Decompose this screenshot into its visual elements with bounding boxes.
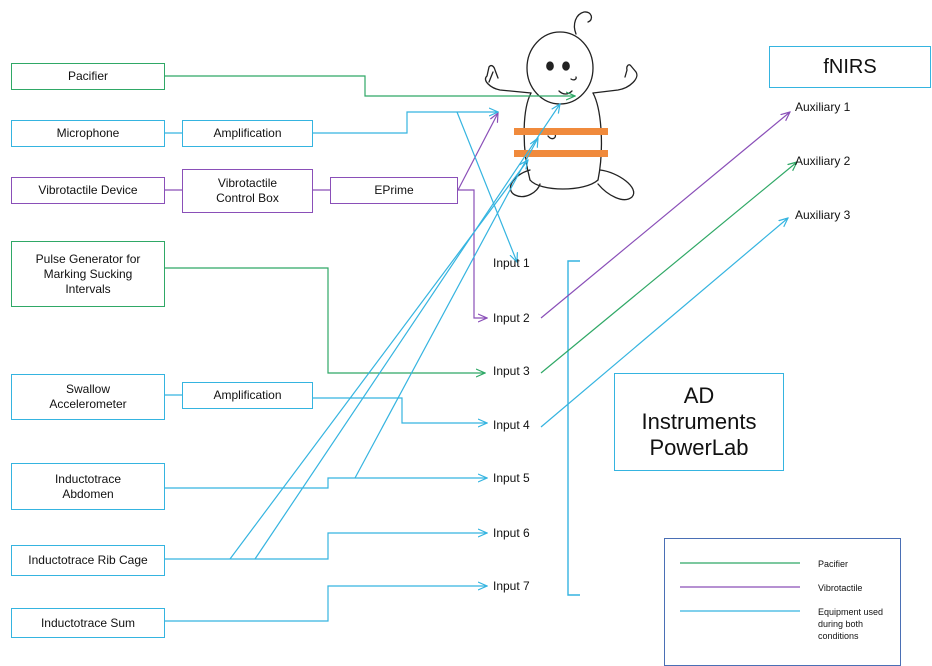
wire-input4-to-aux3 xyxy=(540,218,788,428)
wire-ribcage-to-belt xyxy=(229,160,528,560)
wire-eprime-to-infant xyxy=(457,113,498,191)
fnirs-box: fNIRS xyxy=(769,46,931,88)
microphone-label: Microphone xyxy=(56,126,120,140)
wire-amp-to-infant xyxy=(313,112,498,134)
wire-input2-to-aux1 xyxy=(540,112,790,319)
mic-amplification-box: Amplification xyxy=(182,120,313,147)
wire-sum-to-input7 xyxy=(165,586,487,622)
inductotrace-sum-box: Inductotrace Sum xyxy=(11,608,165,638)
wire-pacifier-to-mouth xyxy=(165,75,575,96)
wire-amp-to-input4 xyxy=(313,397,487,423)
pacifier-box: Pacifier xyxy=(11,63,165,90)
ribcage-belt xyxy=(514,150,608,157)
vibrotactile-control-label: Vibrotactile Control Box xyxy=(216,176,279,205)
wire-mic-to-input1 xyxy=(456,111,517,262)
wire-ribcage-to-input6 xyxy=(165,533,487,560)
eprime-box: EPrime xyxy=(330,177,458,204)
input-2-label: Input 2 xyxy=(493,311,530,325)
legend-vibrotactile-label: Vibrotactile xyxy=(818,583,863,593)
microphone-box: Microphone xyxy=(11,120,165,147)
fnirs-title: fNIRS xyxy=(823,55,877,78)
swallow-accelerometer-label: Swallow Accelerometer xyxy=(49,382,127,411)
powerlab-box: AD Instruments PowerLab xyxy=(614,373,784,471)
auxiliary-2-label: Auxiliary 2 xyxy=(795,154,851,168)
swallow-accelerometer-box: Swallow Accelerometer xyxy=(11,374,165,420)
input-3-label: Input 3 xyxy=(493,364,530,378)
wire-ribcage-to-infant xyxy=(254,104,560,560)
input-6-label: Input 6 xyxy=(493,526,530,540)
inductotrace-abdomen-label: Inductotrace Abdomen xyxy=(54,471,122,501)
vibrotactile-device-label: Vibrotactile Device xyxy=(38,183,138,197)
input-1-label: Input 1 xyxy=(493,256,530,270)
powerlab-bracket xyxy=(567,260,580,596)
abdomen-belt xyxy=(514,128,608,135)
inductotrace-ribcage-box: Inductotrace Rib Cage xyxy=(11,545,165,576)
eprime-label: EPrime xyxy=(374,183,414,197)
input-5-label: Input 5 xyxy=(493,471,530,485)
vibrotactile-control-box: Vibrotactile Control Box xyxy=(182,169,313,213)
legend-pacifier-label: Pacifier xyxy=(818,559,849,569)
inductotrace-sum-label: Inductotrace Sum xyxy=(40,615,136,630)
auxiliary-3-label: Auxiliary 3 xyxy=(795,208,851,222)
wire-input3-to-aux2 xyxy=(540,162,797,374)
legend-both-label: Equipment used during both conditions xyxy=(818,607,884,641)
pulse-generator-box: Pulse Generator for Marking Sucking Inte… xyxy=(11,241,165,307)
mic-amplification-label: Amplification xyxy=(213,126,282,140)
auxiliary-1-label: Auxiliary 1 xyxy=(795,100,851,114)
wire-pulse-to-input3 xyxy=(165,267,485,373)
vibrotactile-device-box: Vibrotactile Device xyxy=(11,177,165,204)
wire-eprime-to-input2 xyxy=(458,189,487,318)
wire-abdomen-to-belt xyxy=(354,138,538,479)
input-4-label: Input 4 xyxy=(493,418,530,432)
pacifier-label: Pacifier xyxy=(67,69,108,83)
input-7-label: Input 7 xyxy=(493,579,530,593)
swallow-amplification-label: Amplification xyxy=(213,388,282,402)
inductotrace-ribcage-label: Inductotrace Rib Cage xyxy=(28,553,148,567)
powerlab-title: AD Instruments PowerLab xyxy=(641,383,757,460)
inductotrace-abdomen-box: Inductotrace Abdomen xyxy=(11,463,165,510)
swallow-amplification-box: Amplification xyxy=(182,382,313,409)
infant-illustration xyxy=(484,11,638,201)
wire-abdomen-to-input5 xyxy=(165,478,487,489)
legend-box xyxy=(664,538,901,666)
pulse-generator-label: Pulse Generator for Marking Sucking Inte… xyxy=(35,251,141,296)
